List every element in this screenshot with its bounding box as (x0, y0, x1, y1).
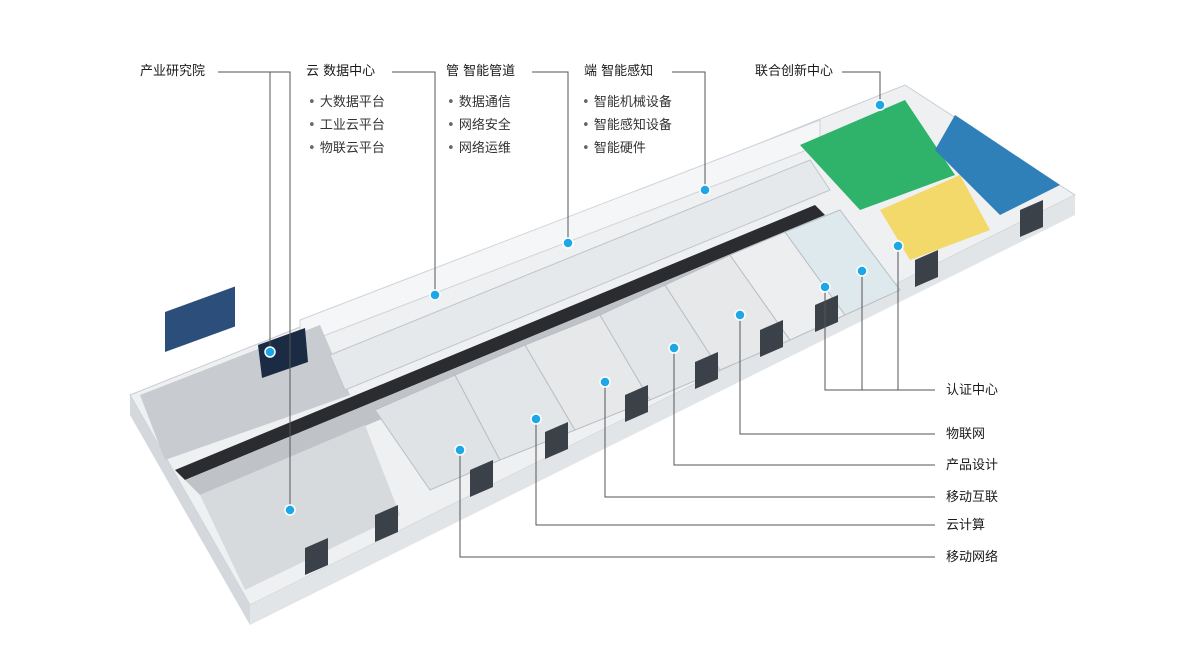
innovation-center-green (800, 100, 955, 210)
data-center-item: 物联云平台 (308, 141, 385, 157)
sensing-item: 智能感知设备 (582, 118, 672, 134)
building-side-wall (130, 395, 250, 625)
label-smart-pipeline: 管 智能管道 (446, 64, 516, 79)
innovation-center-yellow (880, 175, 990, 260)
marker-dots (264, 99, 904, 516)
pipeline-item: 数据通信 (447, 95, 511, 111)
pipeline-item: 网络安全 (447, 118, 511, 134)
label-iot: 物联网 (946, 427, 986, 442)
label-cloud-computing: 云计算 (946, 518, 986, 533)
data-center-row (329, 159, 831, 391)
main-corridor (175, 205, 825, 480)
label-innovation-center: 联合创新中心 (755, 64, 834, 79)
label-smart-sensing: 端 智能感知 (584, 64, 654, 79)
data-center-item: 大数据平台 (308, 95, 385, 111)
sensing-item: 智能机械设备 (582, 95, 672, 111)
lounge-room (200, 425, 400, 590)
label-research-institute: 产业研究院 (140, 64, 206, 79)
label-mobile-network: 移动网络 (946, 550, 999, 565)
data-center-item: 工业云平台 (308, 118, 385, 134)
front-windows (305, 200, 1043, 575)
label-product-design: 产品设计 (946, 458, 999, 473)
label-data-center: 云 数据中心 (306, 64, 376, 79)
label-certification-center: 认证中心 (946, 383, 999, 398)
label-mobile-internet: 移动互联 (946, 490, 999, 505)
pipeline-item: 网络运维 (447, 141, 511, 157)
display-wall-left (165, 286, 235, 352)
innovation-center-mural (935, 115, 1060, 215)
sensing-item: 智能硬件 (582, 141, 646, 157)
